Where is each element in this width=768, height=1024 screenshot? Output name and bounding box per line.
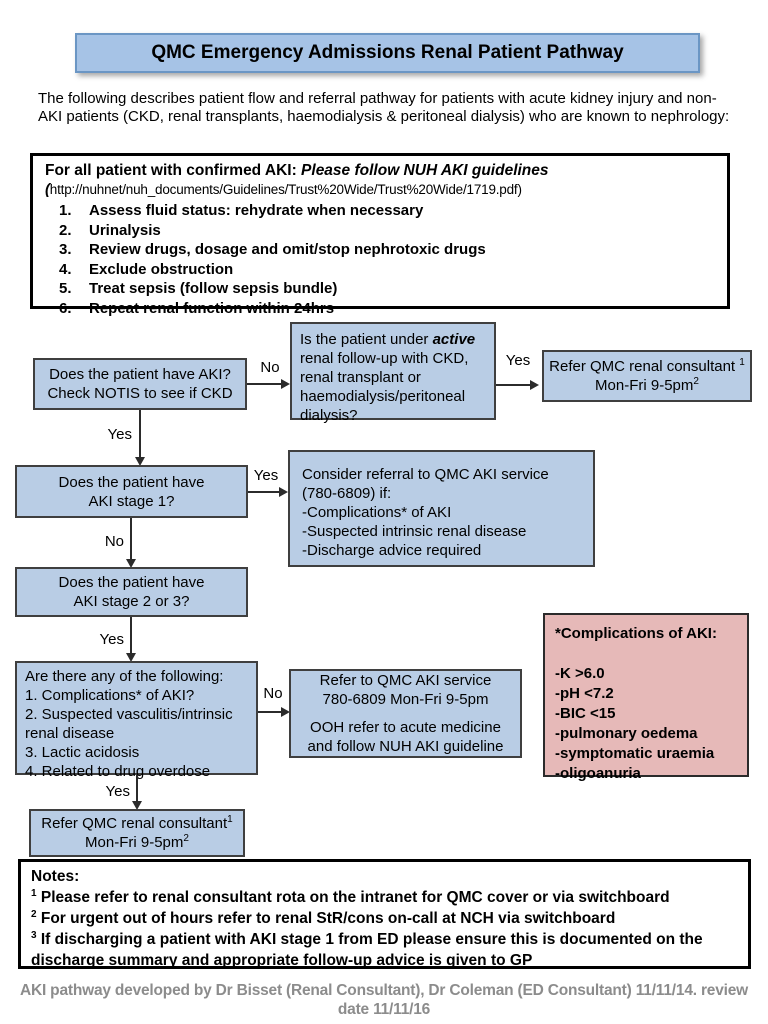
decision-aki-stage1-box: Does the patient have AKI stage 1? bbox=[15, 465, 248, 518]
footnote-ref-1: 1 bbox=[227, 814, 233, 825]
guidelines-url[interactable]: (http://nuhnet/nuh_documents/Guidelines/… bbox=[45, 181, 522, 198]
note-item: 3 If discharging a patient with AKI stag… bbox=[31, 929, 703, 969]
arrowhead-down-icon bbox=[126, 559, 136, 568]
complication-item: -BIC <15 bbox=[555, 705, 616, 722]
decision-aki-stage23-box: Does the patient have AKI stage 2 or 3? bbox=[15, 567, 248, 617]
label-yes: Yes bbox=[99, 631, 124, 648]
complications-heading: *Complications of AKI: bbox=[555, 625, 717, 642]
active-emphasis: active bbox=[432, 331, 476, 348]
complication-item: -oligoanuria bbox=[555, 765, 641, 782]
guidelines-heading-emphasis: Please follow NUH AKI guidelines bbox=[301, 162, 549, 179]
label-no: No bbox=[104, 533, 124, 550]
complications-box: *Complications of AKI: -K >6.0 -pH <7.2 … bbox=[543, 613, 749, 782]
arrowhead-right-icon bbox=[281, 379, 290, 389]
notes-heading: Notes: bbox=[31, 868, 80, 885]
guidelines-heading: For all patient with confirmed AKI: Plea… bbox=[45, 162, 549, 179]
arrow-no-to-stage23 bbox=[130, 518, 132, 560]
label-no: No bbox=[260, 359, 280, 376]
guideline-item: 1.Assess fluid status: rehydrate when ne… bbox=[59, 202, 424, 219]
arrowhead-down-icon bbox=[132, 801, 142, 810]
refer-aki-service-box: Refer to QMC AKI service 780-6809 Mon-Fr… bbox=[289, 669, 522, 758]
footnote-ref-2: 2 bbox=[693, 376, 699, 387]
decision-has-aki-box: Does the patient have AKI? Check NOTIS t… bbox=[33, 358, 247, 410]
arrowhead-right-icon bbox=[530, 380, 539, 390]
complication-item: -pulmonary oedema bbox=[555, 725, 698, 742]
footnote-1: 1 bbox=[31, 887, 37, 899]
arrow-no-to-aki-service bbox=[258, 711, 282, 713]
aki-guidelines-box: For all patient with confirmed AKI: Plea… bbox=[30, 153, 730, 317]
label-yes: Yes bbox=[253, 467, 279, 484]
arrowhead-down-icon bbox=[126, 653, 136, 662]
arrowhead-right-icon bbox=[281, 707, 290, 717]
footnote-ref-1: 1 bbox=[739, 357, 745, 368]
refer-renal-consultant-top-box: Refer QMC renal consultant 1 Mon-Fri 9-5… bbox=[542, 350, 752, 402]
decision-active-followup-box: Is the patient under active renal follow… bbox=[290, 322, 496, 424]
label-yes: Yes bbox=[105, 783, 130, 800]
arrow-yes-to-stage1 bbox=[139, 410, 141, 458]
guideline-item: 3.Review drugs, dosage and omit/stop nep… bbox=[59, 241, 486, 258]
decision-criteria-box: Are there any of the following: 1. Compl… bbox=[15, 661, 258, 780]
refer-renal-consultant-bottom-box: Refer QMC renal consultant1 Mon-Fri 9-5p… bbox=[29, 809, 245, 857]
guideline-item: 5.Treat sepsis (follow sepsis bundle) bbox=[59, 280, 338, 297]
page-title: QMC Emergency Admissions Renal Patient P… bbox=[75, 33, 700, 73]
label-yes: Yes bbox=[107, 426, 132, 443]
label-yes: Yes bbox=[505, 352, 531, 369]
arrow-yes-to-consultant-bottom bbox=[136, 775, 138, 802]
arrowhead-right-icon bbox=[279, 487, 288, 497]
complication-item: -pH <7.2 bbox=[555, 685, 614, 702]
arrow-yes-to-criteria bbox=[130, 617, 132, 654]
footer-credit: AKI pathway developed by Dr Bisset (Rena… bbox=[19, 982, 749, 1018]
guideline-item: 6.Repeat renal function within 24hrs bbox=[59, 299, 335, 317]
footnote-ref-2: 2 bbox=[183, 833, 189, 844]
guideline-item: 2.Urinalysis bbox=[59, 221, 161, 239]
note-item: 1 Please refer to renal consultant rota … bbox=[31, 887, 670, 906]
page-title-text: QMC Emergency Admissions Renal Patient P… bbox=[151, 42, 624, 63]
arrowhead-down-icon bbox=[135, 457, 145, 466]
notes-box: Notes: 1 Please refer to renal consultan… bbox=[18, 859, 751, 969]
guideline-item: 4.Exclude obstruction bbox=[59, 260, 234, 278]
arrow-no-to-followup bbox=[247, 383, 282, 385]
complication-item: -K >6.0 bbox=[555, 665, 605, 682]
arrow-yes-to-consultant bbox=[496, 384, 531, 386]
complication-item: -symptomatic uraemia bbox=[555, 745, 715, 762]
footnote-2: 2 bbox=[31, 908, 37, 920]
arrow-yes-to-consider bbox=[248, 491, 280, 493]
consider-referral-box: Consider referral to QMC AKI service (78… bbox=[288, 450, 595, 567]
footnote-3: 3 bbox=[31, 929, 37, 941]
note-item: 2 For urgent out of hours refer to renal… bbox=[31, 908, 616, 927]
intro-paragraph: The following describes patient flow and… bbox=[38, 90, 730, 125]
label-no: No bbox=[263, 685, 283, 702]
